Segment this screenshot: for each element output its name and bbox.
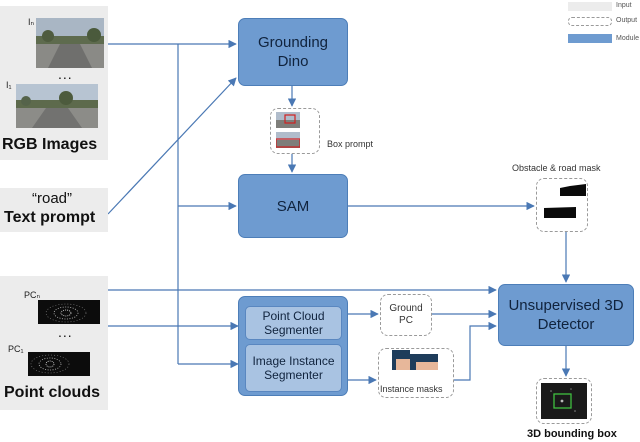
point-cloud-segmenter-label: Point Cloud Segmenter	[262, 309, 325, 337]
legend-input-label: Input	[616, 2, 632, 9]
pc-ellipsis: ...	[58, 324, 73, 340]
sam-module: SAM	[238, 174, 348, 238]
rgb-frame-n-label: Iₙ	[28, 17, 35, 27]
grounding-dino-label: Grounding Dino	[257, 34, 329, 70]
box-prompt-thumbnail-top	[276, 112, 300, 128]
unsupervised-3d-detector-label: Unsupervised 3D Detector	[508, 297, 624, 333]
rgb-frame-1-label: I₁	[6, 80, 12, 90]
legend-output-swatch	[568, 17, 612, 26]
rgb-ellipsis: ...	[58, 66, 73, 82]
instance-masks-thumbnail	[392, 350, 438, 370]
3d-bounding-box-thumbnail	[541, 383, 587, 419]
ground-pc-label: Ground PC	[389, 303, 423, 326]
instance-masks-label: Instance masks	[380, 384, 443, 394]
rgb-images-title: RGB Images	[2, 136, 98, 153]
image-instance-segmenter: Image Instance Segmenter	[245, 344, 342, 392]
legend-input-swatch	[568, 2, 612, 11]
pc-frame-1-label: PC₁	[8, 344, 24, 354]
point-clouds-input	[0, 276, 108, 410]
pc-frame-n-label: PCₙ	[24, 290, 41, 300]
text-prompt-title: Text prompt	[4, 209, 96, 226]
pc-frame-1-thumbnail	[28, 352, 90, 376]
3d-bounding-box-label: 3D bounding box	[527, 428, 617, 440]
box-prompt-label: Box prompt	[327, 139, 374, 149]
box-prompt-thumbnail-bottom	[275, 132, 301, 148]
point-clouds-title: Point clouds	[4, 384, 100, 401]
obstacle-road-mask-label: Obstacle & road mask	[512, 163, 601, 173]
image-instance-segmenter-label: Image Instance Segmenter	[252, 354, 335, 382]
unsupervised-3d-detector-module: Unsupervised 3D Detector	[498, 284, 634, 346]
legend-output-label: Output	[616, 17, 638, 24]
text-prompt-value: “road”	[32, 190, 73, 207]
road-mask-thumbnail	[544, 204, 576, 220]
rgb-frame-1-thumbnail	[16, 84, 98, 128]
pc-frame-n-thumbnail	[38, 300, 100, 324]
point-cloud-segmenter: Point Cloud Segmenter	[245, 306, 342, 340]
legend-module-label: Module	[616, 35, 639, 42]
legend-module-swatch	[568, 34, 612, 43]
sam-label: SAM	[276, 197, 310, 215]
grounding-dino-module: Grounding Dino	[238, 18, 348, 86]
rgb-frame-n-thumbnail	[36, 18, 104, 68]
ground-pc-output: Ground PC	[380, 294, 432, 336]
obstacle-mask-thumbnail	[560, 182, 586, 196]
text-prompt-input	[0, 188, 108, 232]
